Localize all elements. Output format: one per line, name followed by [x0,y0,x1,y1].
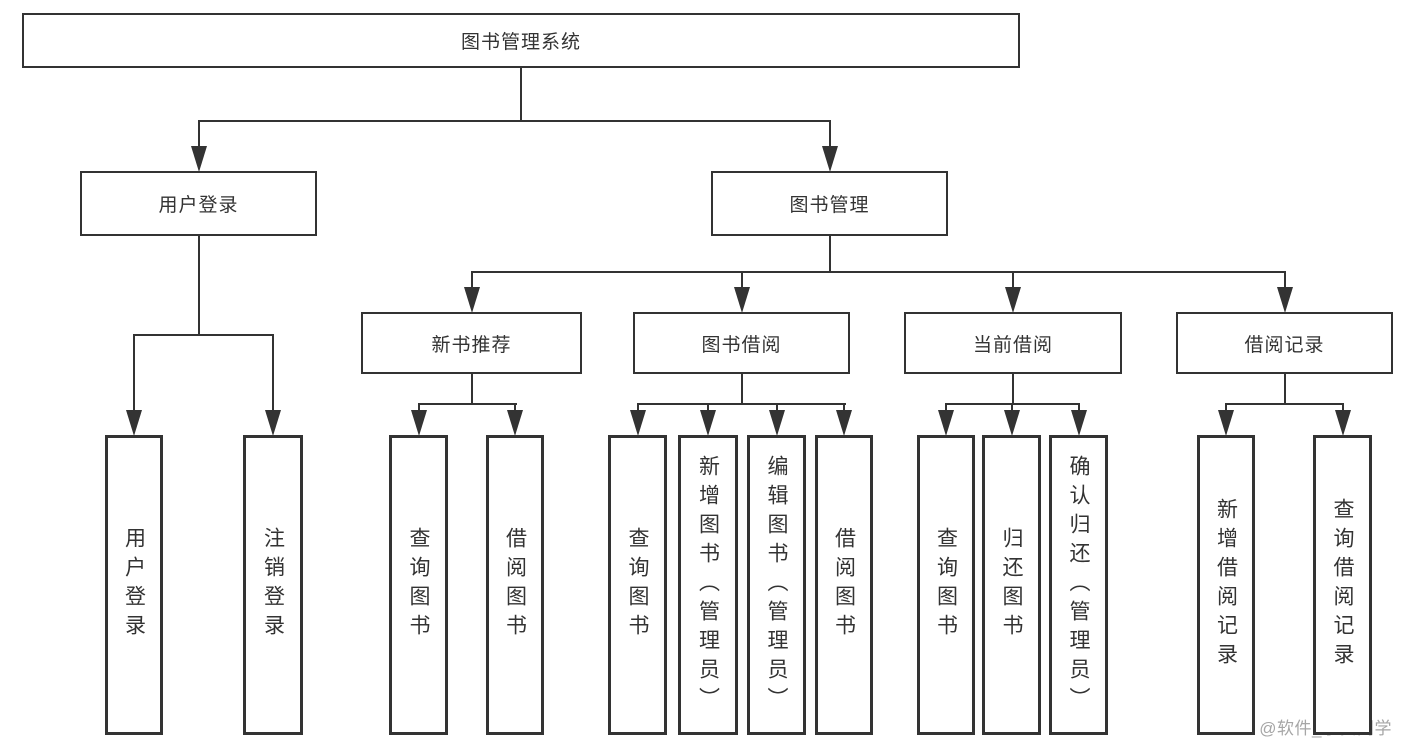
connector-shaft [1078,403,1080,411]
arrowhead-icon [734,287,750,313]
node-label-book-mgmt: 图书管理 [789,195,870,216]
node-leaf-borrow-book-1: 借阅图书 [486,435,544,735]
node-label-leaf-query-book-3: 查询图书 [934,527,958,643]
node-root: 图书管理系统 [22,13,1020,68]
node-leaf-borrow-book-2: 借阅图书 [815,435,873,735]
arrowhead-icon [126,410,142,436]
connector-shaft [1012,271,1014,288]
connector-shaft [1342,403,1344,411]
connector-rail [133,334,274,336]
connector-shaft [707,403,709,411]
connector-shaft [776,403,778,411]
connector-shaft [471,271,473,288]
node-label-leaf-return-book: 归还图书 [1000,527,1023,643]
connector-rail [637,403,846,405]
arrowhead-icon [630,410,646,436]
node-book-borrow: 图书借阅 [633,312,850,374]
node-leaf-query-borrow-record: 查询借阅记录 [1313,435,1372,735]
node-leaf-query-book-2: 查询图书 [608,435,667,735]
node-leaf-edit-book: 编辑图书（管理员） [747,435,806,735]
node-user-login: 用户登录 [80,171,317,236]
node-label-new-book-rec: 新书推荐 [431,334,512,356]
node-label-leaf-logout: 注销登录 [261,527,285,643]
connector-rail [418,403,517,405]
arrowhead-icon [769,410,785,436]
node-leaf-query-book-3: 查询图书 [917,435,975,735]
connector-stem [829,236,831,273]
node-leaf-query-book-1: 查询图书 [389,435,448,735]
node-label-book-borrow: 图书借阅 [701,334,782,356]
arrowhead-icon [507,410,523,436]
node-label-root: 图书管理系统 [460,32,581,53]
arrowhead-icon [464,287,480,313]
arrowhead-icon [411,410,427,436]
connector-rail [1225,403,1344,405]
connector-shaft [1011,403,1013,411]
node-leaf-user-login: 用户登录 [105,435,163,735]
connector-shaft [843,403,845,411]
arrowhead-icon [836,410,852,436]
node-new-book-rec: 新书推荐 [361,312,582,374]
arrowhead-icon [191,146,207,172]
arrowhead-icon [265,410,281,436]
node-current-borrow: 当前借阅 [904,312,1122,374]
connector-shaft [1225,403,1227,411]
connector-stem [520,68,522,122]
arrowhead-icon [1004,410,1020,436]
node-leaf-add-borrow-record: 新增借阅记录 [1197,435,1255,735]
node-label-leaf-add-book: 新增图书（管理员） [696,454,720,716]
arrowhead-icon [938,410,954,436]
node-label-borrow-record: 借阅记录 [1244,334,1325,356]
connector-shaft [1284,271,1286,288]
node-leaf-logout: 注销登录 [243,435,303,735]
connector-shaft [829,120,831,147]
node-label-leaf-borrow-book-2: 借阅图书 [832,527,856,643]
connector-shaft [198,120,200,147]
connector-shaft [272,334,274,411]
node-label-leaf-user-login: 用户登录 [122,527,146,643]
arrowhead-icon [1335,410,1351,436]
connector-shaft [133,334,135,411]
node-label-leaf-confirm-return: 确认归还（管理员） [1067,454,1090,716]
connector-stem [471,374,473,405]
node-borrow-record: 借阅记录 [1176,312,1393,374]
arrowhead-icon [1071,410,1087,436]
connector-shaft [741,271,743,288]
connector-shaft [418,403,420,411]
arrowhead-icon [700,410,716,436]
node-label-user-login: 用户登录 [158,195,239,216]
connector-stem [741,374,743,405]
connector-stem [1012,374,1014,405]
node-leaf-confirm-return: 确认归还（管理员） [1049,435,1108,735]
node-label-leaf-add-borrow-record: 新增借阅记录 [1214,498,1238,672]
connector-stem [198,236,200,336]
connector-shaft [945,403,947,411]
connector-shaft [514,403,516,411]
arrowhead-icon [1277,287,1293,313]
node-leaf-add-book: 新增图书（管理员） [678,435,738,735]
connector-shaft [637,403,639,411]
node-label-current-borrow: 当前借阅 [972,334,1053,356]
arrowhead-icon [822,146,838,172]
connector-rail [198,120,831,122]
node-label-leaf-query-book-1: 查询图书 [407,527,430,643]
node-label-leaf-query-book-2: 查询图书 [626,527,649,643]
node-label-leaf-edit-book: 编辑图书（管理员） [765,454,788,716]
node-book-mgmt: 图书管理 [711,171,948,236]
connector-rail [471,271,1286,273]
node-label-leaf-borrow-book-1: 借阅图书 [503,527,527,643]
arrowhead-icon [1218,410,1234,436]
node-leaf-return-book: 归还图书 [982,435,1041,735]
connector-stem [1284,374,1286,405]
node-label-leaf-query-borrow-record: 查询借阅记录 [1331,498,1354,672]
arrowhead-icon [1005,287,1021,313]
